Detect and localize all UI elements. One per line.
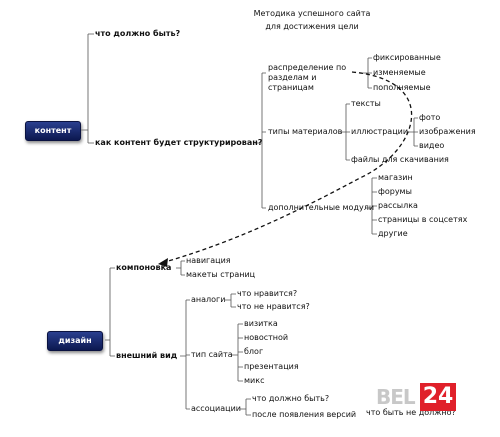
node-card-site[interactable]: визитка <box>244 319 278 328</box>
root-node-design[interactable]: дизайн <box>47 331 103 351</box>
node-what-should-be[interactable]: что должно быть? <box>95 29 181 38</box>
node-images[interactable]: изображения <box>419 127 476 136</box>
root-node-content[interactable]: контент <box>25 121 81 141</box>
node-presentation[interactable]: презентация <box>244 362 299 371</box>
node-news-site[interactable]: новостной <box>244 333 289 342</box>
node-newsletter[interactable]: рассылка <box>378 201 418 210</box>
node-associations[interactable]: ассоциации <box>191 404 241 413</box>
header-line-1: Методика успешного сайта <box>253 9 371 18</box>
node-replenishable[interactable]: пополняемые <box>373 83 431 92</box>
node-distribution[interactable]: распределение по разделам и страницам <box>268 63 347 92</box>
logo-text: BEL <box>376 385 416 409</box>
node-navigation[interactable]: навигация <box>186 256 231 265</box>
node-social-pages[interactable]: страницы в соцсетях <box>378 215 468 224</box>
node-other[interactable]: другие <box>378 229 408 238</box>
node-likes[interactable]: что нравится? <box>237 289 298 298</box>
node-shop[interactable]: магазин <box>378 173 413 182</box>
node-assoc-after-versions[interactable]: после появления версий <box>252 410 357 419</box>
node-page-mockups[interactable]: макеты страниц <box>186 270 256 279</box>
node-fixed[interactable]: фиксированные <box>373 53 441 62</box>
node-blog[interactable]: блог <box>244 347 264 356</box>
node-structure[interactable]: как контент будет структурирован? <box>95 138 263 147</box>
header-line-2: для достижения цели <box>265 22 359 31</box>
node-texts[interactable]: тексты <box>351 99 381 108</box>
node-material-types[interactable]: типы материалов <box>268 127 343 136</box>
node-changeable[interactable]: изменяемые <box>373 68 426 77</box>
node-site-type[interactable]: тип сайта <box>191 350 233 359</box>
bel24-logo: BEL 24 <box>376 383 456 417</box>
node-layout[interactable]: компоновка <box>116 263 172 272</box>
node-extra-modules[interactable]: дополнительные модули <box>268 203 375 212</box>
node-mix[interactable]: микс <box>244 376 265 385</box>
node-files[interactable]: файлы для скачивания <box>351 155 449 164</box>
node-appearance[interactable]: внешний вид <box>116 351 178 360</box>
node-assoc-should-be[interactable]: что должно быть? <box>252 394 330 403</box>
node-analogs[interactable]: аналоги <box>191 295 226 304</box>
node-illustrations[interactable]: иллюстрации <box>351 127 409 136</box>
node-forums[interactable]: форумы <box>378 187 412 196</box>
node-dislikes[interactable]: что не нравится? <box>237 302 310 311</box>
node-video[interactable]: видео <box>419 141 445 150</box>
node-photo[interactable]: фото <box>419 113 441 122</box>
logo-number: 24 <box>420 383 456 411</box>
node-should-not-be[interactable]: что быть не должно? <box>366 408 456 417</box>
